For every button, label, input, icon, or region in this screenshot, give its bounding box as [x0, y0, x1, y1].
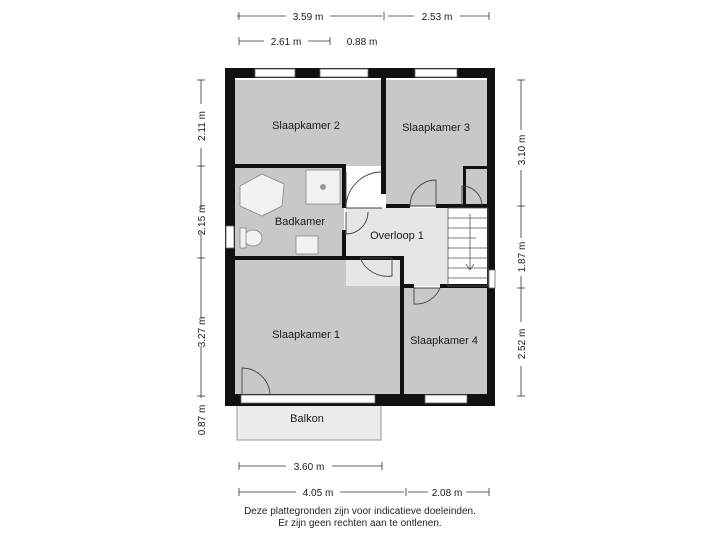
- overloop-area: [346, 208, 448, 286]
- dim-second-left: 2.61 m: [271, 37, 302, 48]
- doors: [241, 171, 483, 395]
- dimension-lines: [197, 12, 525, 496]
- dim-bottom-balkon: 3.60 m: [294, 462, 325, 473]
- windows: [225, 68, 496, 404]
- sink-icon: [295, 235, 319, 255]
- dim-right-1: 3.10 m: [517, 135, 528, 166]
- dim-right-3: 2.52 m: [517, 329, 528, 360]
- room-labels: Slaapkamer 2 Slaapkamer 3 Badkamer Overl…: [272, 120, 478, 425]
- disclaimer-line-1: Deze plattegronden zijn voor indicatieve…: [244, 506, 476, 517]
- dim-bottom-right: 2.08 m: [432, 488, 463, 499]
- label-slaapkamer-2: Slaapkamer 2: [272, 120, 340, 132]
- label-badkamer: Badkamer: [275, 216, 325, 228]
- slaapkamer-4-area: [404, 288, 488, 394]
- staircase: [447, 207, 489, 287]
- toilet-icon: [243, 229, 263, 247]
- label-overloop-1: Overloop 1: [370, 230, 424, 242]
- label-balkon: Balkon: [290, 413, 324, 425]
- disclaimer-line-2: Er zijn geen rechten aan te ontlenen.: [278, 518, 442, 529]
- label-slaapkamer-4: Slaapkamer 4: [410, 335, 478, 347]
- slaapkamer-2-area: [234, 80, 382, 166]
- disclaimer: Deze plattegronden zijn voor indicatieve…: [0, 506, 720, 530]
- dim-left-2: 2.15 m: [197, 205, 208, 236]
- label-slaapkamer-1: Slaapkamer 1: [272, 329, 340, 341]
- bathtub-icon: [239, 173, 285, 217]
- dim-left-3: 3.27 m: [197, 317, 208, 348]
- dim-bottom-left: 4.05 m: [303, 488, 334, 499]
- dimension-labels: 3.59 m 2.53 m 2.61 m 0.88 m 2.11 m 2.15 …: [197, 12, 528, 499]
- stair-area: [448, 208, 488, 286]
- dim-top-left: 3.59 m: [293, 12, 324, 23]
- label-slaapkamer-3: Slaapkamer 3: [402, 122, 470, 134]
- slaapkamer-3-area: [386, 80, 488, 206]
- dim-right-2: 1.87 m: [517, 242, 528, 273]
- dim-top-right: 2.53 m: [422, 12, 453, 23]
- dim-left-4: 0.87 m: [197, 405, 208, 436]
- bathroom-fixtures: [239, 169, 341, 255]
- dim-left-1: 2.11 m: [197, 111, 208, 141]
- dim-second-right: 0.88 m: [347, 37, 378, 48]
